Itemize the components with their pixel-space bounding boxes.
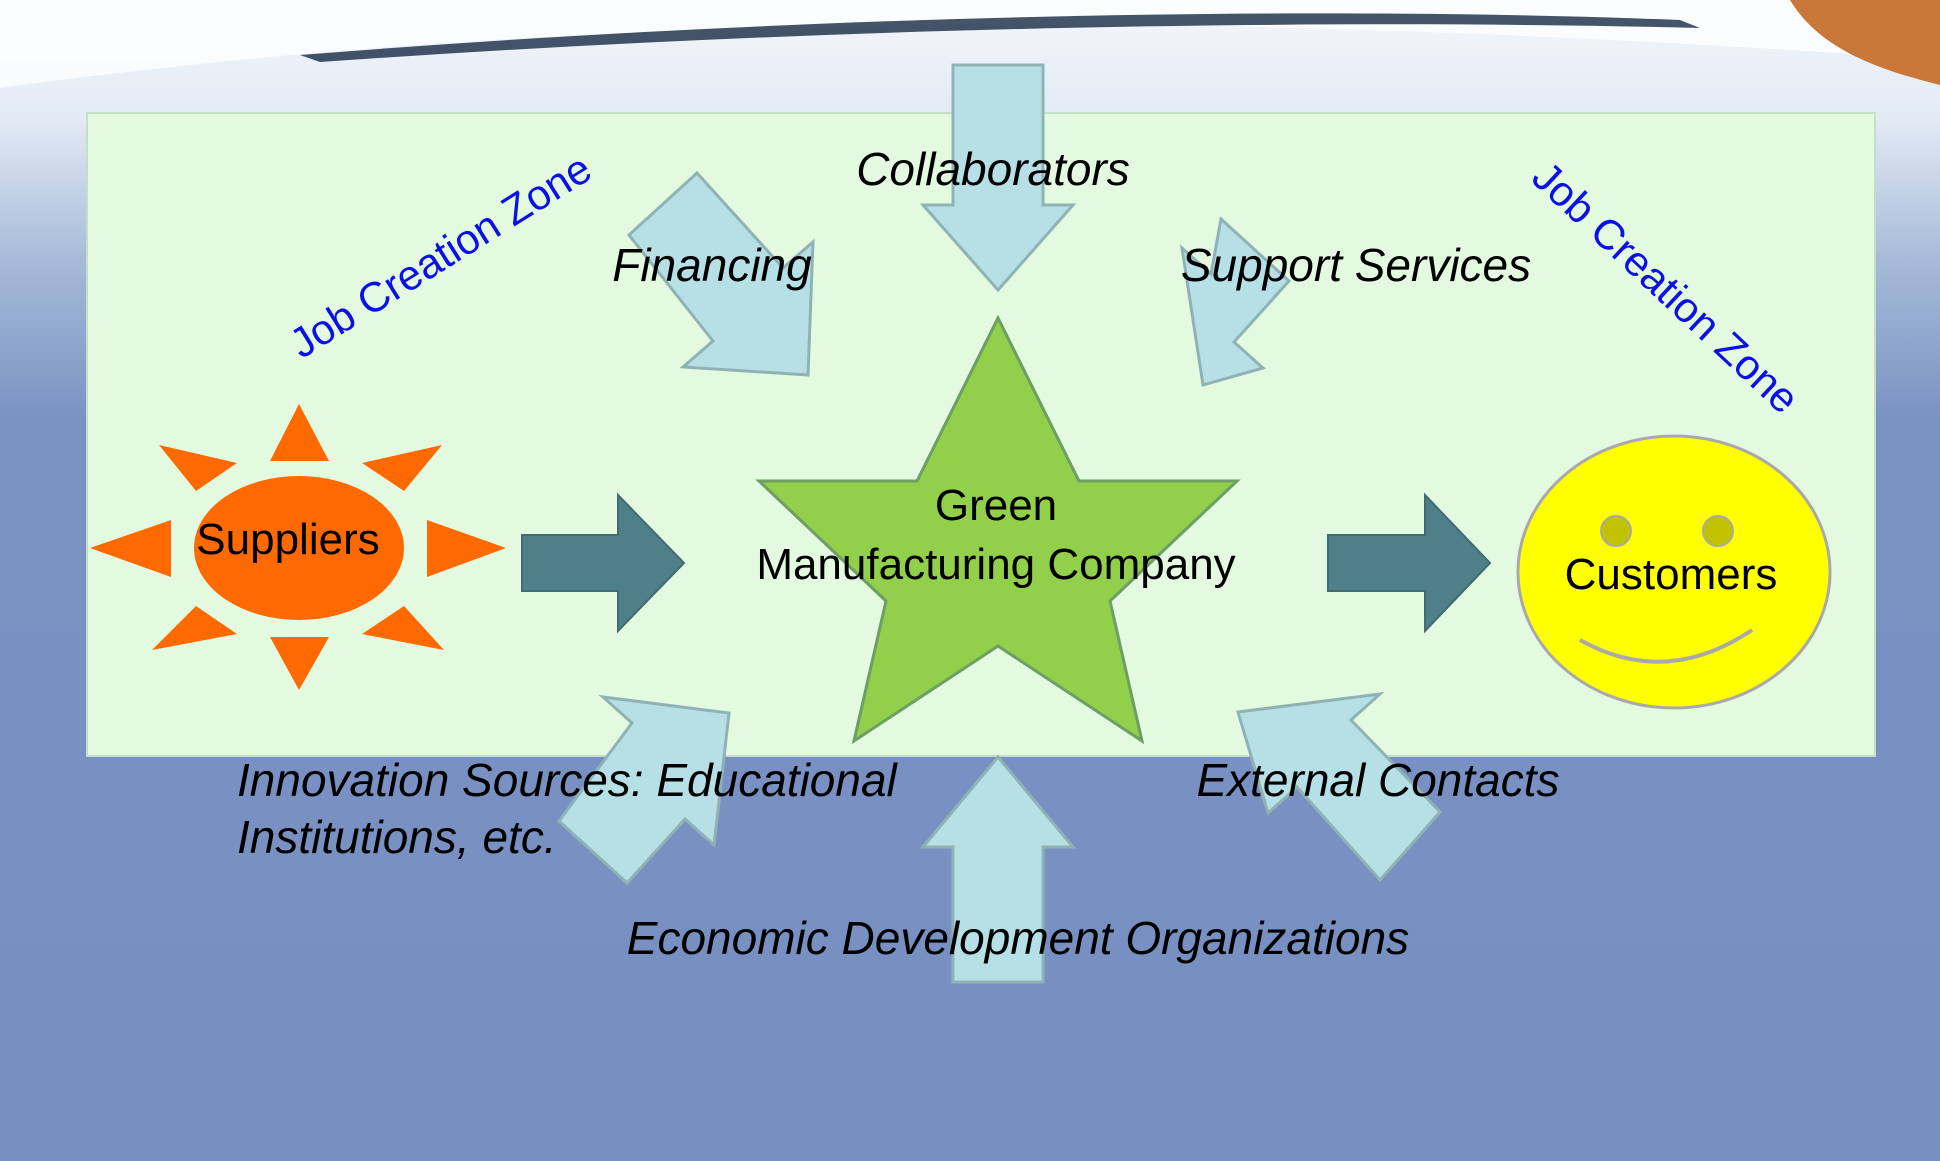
collaborators-label: Collaborators [856,143,1130,195]
support-services-label: Support Services [1181,239,1531,291]
customers-label: Customers [1565,550,1778,599]
support-services-arrow [1179,216,1292,387]
company-label-line1: Green [935,481,1057,530]
innovation-label-line2: Institutions, etc. [237,811,557,863]
innovation-label-line1: Innovation Sources: Educational [237,754,899,806]
company-to-customers-arrow [1327,492,1492,634]
external-contacts-label: External Contacts [1196,754,1559,806]
economic-development-label: Economic Development Organizations [627,912,1409,964]
economic-development-arrow [919,754,1077,984]
suppliers-sun-icon [90,404,506,690]
header-dark-curve [300,13,1700,62]
green-star [755,314,1241,745]
suppliers-to-company-arrow [521,492,686,634]
innovation-arrow [556,694,731,886]
suppliers-label: Suppliers [196,515,379,564]
financing-label: Financing [612,239,812,291]
customers-smiley-icon [1516,434,1832,710]
collaborators-arrow [919,63,1077,293]
company-label-line2: Manufacturing Company [756,540,1235,589]
header-corner-image [1790,0,1940,85]
external-contacts-arrow [1236,691,1443,883]
financing-arrow [626,170,815,377]
